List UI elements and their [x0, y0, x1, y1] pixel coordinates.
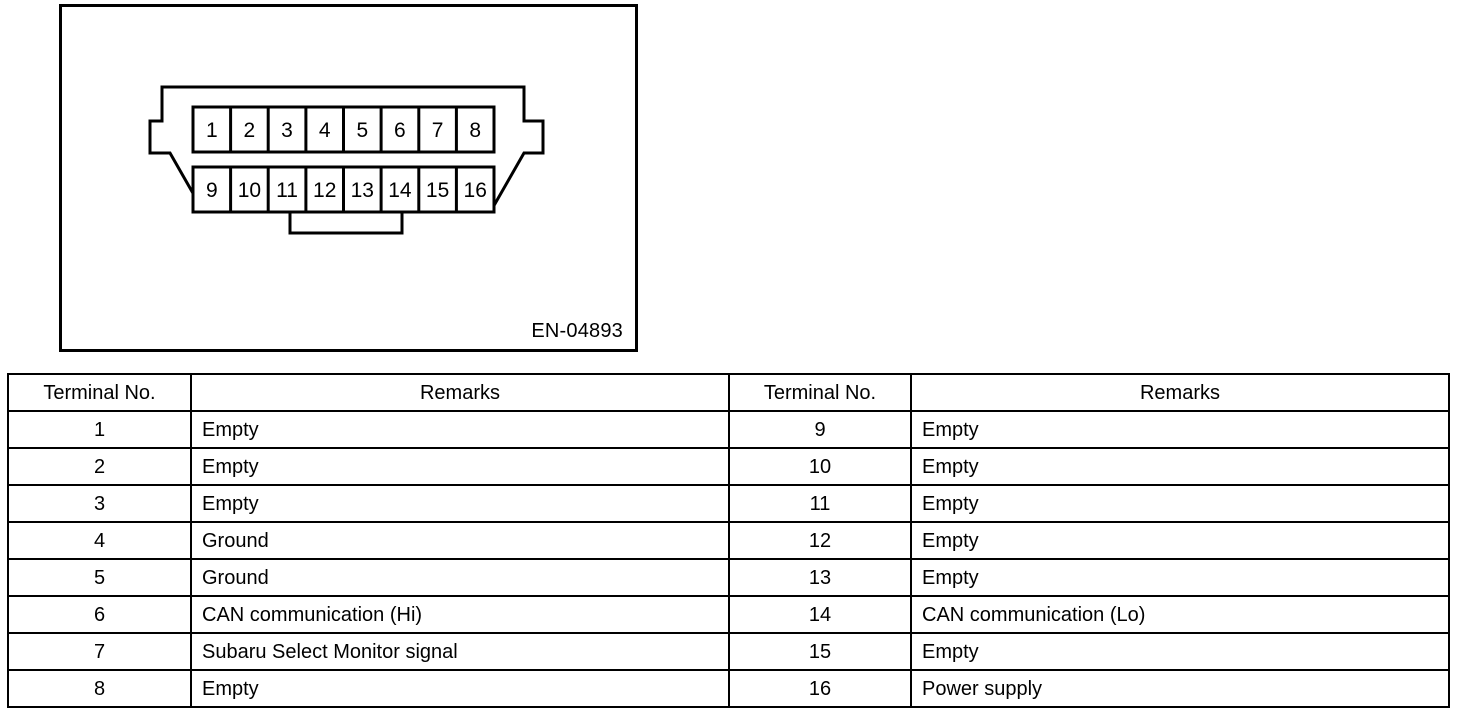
pin-grid-bottom-row: 9 10 11 12 13 14 15 16	[191, 165, 496, 214]
terminal-no-cell: 14	[728, 595, 912, 634]
table-row: 8 Empty 16 Power supply	[7, 669, 1450, 708]
table-row: 7 Subaru Select Monitor signal 15 Empty	[7, 632, 1450, 671]
remark-cell: Empty	[910, 410, 1450, 449]
terminal-no-cell: 13	[728, 558, 912, 597]
remark-cell: Ground	[190, 521, 730, 560]
remark-cell: Ground	[190, 558, 730, 597]
table-row: 4 Ground 12 Empty	[7, 521, 1450, 560]
table-header-row: Terminal No. Remarks Terminal No. Remark…	[7, 373, 1450, 412]
terminal-no-cell: 6	[7, 595, 192, 634]
pin-label-11: 11	[276, 179, 298, 202]
terminal-no-cell: 10	[728, 447, 912, 486]
figure-code-label: EN-04893	[531, 320, 623, 342]
pin-label-12: 12	[313, 179, 336, 202]
remark-cell: Empty	[190, 669, 730, 708]
pin-label-14: 14	[388, 179, 412, 202]
pin-label-7: 7	[432, 119, 444, 142]
pin-label-4: 4	[319, 119, 331, 142]
terminal-no-cell: 5	[7, 558, 192, 597]
header-remarks-right: Remarks	[910, 373, 1450, 412]
pin-label-13: 13	[351, 179, 374, 202]
terminal-no-cell: 15	[728, 632, 912, 671]
terminal-no-cell: 3	[7, 484, 192, 523]
terminal-no-cell: 11	[728, 484, 912, 523]
terminal-no-cell: 12	[728, 521, 912, 560]
pin-label-10: 10	[238, 179, 261, 202]
remark-cell: Empty	[190, 410, 730, 449]
remark-cell: Empty	[910, 558, 1450, 597]
terminal-no-cell: 1	[7, 410, 192, 449]
terminal-no-cell: 8	[7, 669, 192, 708]
terminal-remarks-table: Terminal No. Remarks Terminal No. Remark…	[7, 373, 1450, 708]
connector-figure-panel: 1 2 3 4 5 6 7 8 9 10 11 12 13 14 15 1	[59, 4, 638, 352]
remark-cell: CAN communication (Lo)	[910, 595, 1450, 634]
remark-cell: Empty	[910, 632, 1450, 671]
table-row: 2 Empty 10 Empty	[7, 447, 1450, 486]
terminal-no-cell: 16	[728, 669, 912, 708]
remark-cell: Power supply	[910, 669, 1450, 708]
pin-label-6: 6	[394, 119, 406, 142]
pin-label-8: 8	[469, 119, 481, 142]
header-terminal-no-right: Terminal No.	[728, 373, 912, 412]
pin-label-5: 5	[356, 119, 368, 142]
header-terminal-no-left: Terminal No.	[7, 373, 192, 412]
remark-cell: Empty	[910, 521, 1450, 560]
remark-cell: Subaru Select Monitor signal	[190, 632, 730, 671]
remark-cell: Empty	[190, 447, 730, 486]
pin-label-2: 2	[244, 119, 256, 142]
pin-label-1: 1	[206, 119, 218, 142]
remark-cell: CAN communication (Hi)	[190, 595, 730, 634]
remark-cell: Empty	[910, 484, 1450, 523]
pin-label-9: 9	[206, 179, 218, 202]
table-row: 1 Empty 9 Empty	[7, 410, 1450, 449]
terminal-no-cell: 7	[7, 632, 192, 671]
terminal-no-cell: 2	[7, 447, 192, 486]
table-row: 3 Empty 11 Empty	[7, 484, 1450, 523]
table-row: 5 Ground 13 Empty	[7, 558, 1450, 597]
remark-cell: Empty	[190, 484, 730, 523]
remark-cell: Empty	[910, 447, 1450, 486]
pin-label-16: 16	[464, 179, 487, 202]
terminal-no-cell: 9	[728, 410, 912, 449]
header-remarks-left: Remarks	[190, 373, 730, 412]
pin-grid-top-row: 1 2 3 4 5 6 7 8	[191, 105, 496, 154]
terminal-no-cell: 4	[7, 521, 192, 560]
obd-ii-connector-drawing: 1 2 3 4 5 6 7 8 9 10 11 12 13 14 15 1	[148, 85, 545, 235]
table-row: 6 CAN communication (Hi) 14 CAN communic…	[7, 595, 1450, 634]
pin-label-3: 3	[281, 119, 293, 142]
pin-label-15: 15	[426, 179, 449, 202]
